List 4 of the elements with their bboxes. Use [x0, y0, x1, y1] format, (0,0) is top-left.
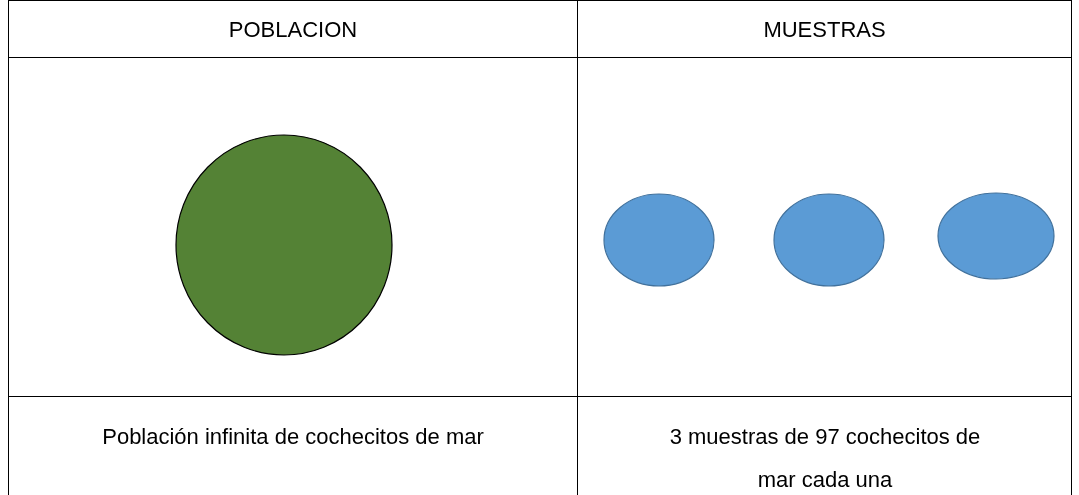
- column-header: MUESTRAS: [762, 16, 887, 44]
- cell-text: Población infinita de cochecitos de mar: [101, 423, 485, 451]
- column-header: POBLACION: [227, 16, 359, 44]
- cell-text: 3 muestras de 97 cochecitos de mar cada una: [668, 423, 982, 494]
